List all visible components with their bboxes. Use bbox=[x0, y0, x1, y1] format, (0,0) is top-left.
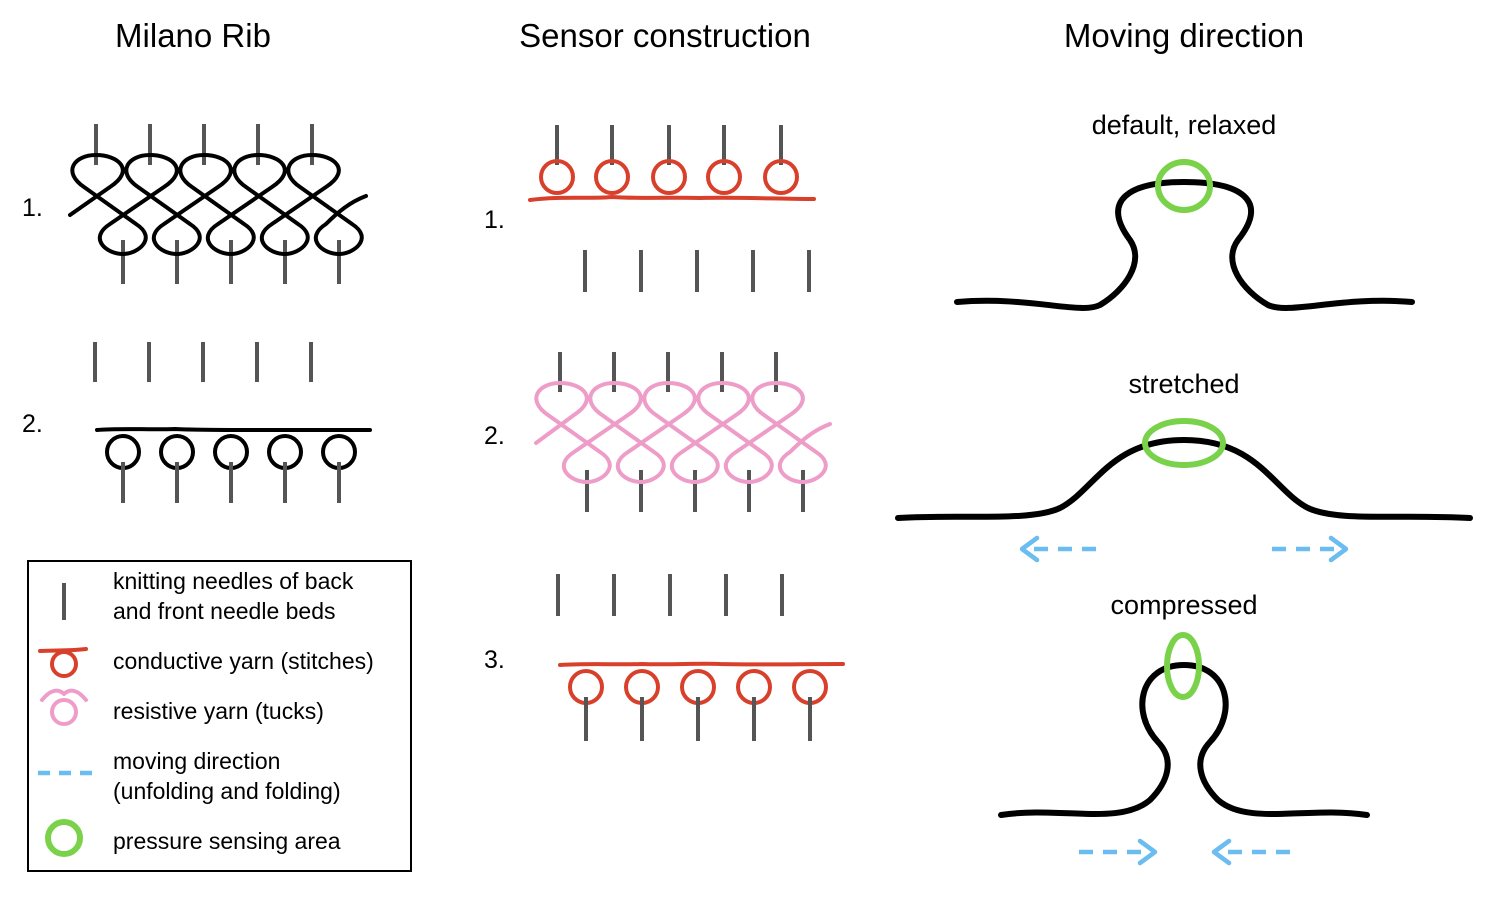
relaxed-pressure-ring bbox=[1155, 159, 1213, 213]
milano-step-2-needles-bottom bbox=[121, 462, 341, 503]
sensor-step-3-needles-top bbox=[556, 574, 784, 616]
sensor-step-1-number: 1. bbox=[484, 206, 505, 234]
compressed-fabric-curve bbox=[998, 661, 1370, 818]
header-moving-direction: Moving direction bbox=[1064, 17, 1304, 54]
legend-pressure: pressure sensing area bbox=[113, 828, 341, 854]
sensor-step-3-conductive-yarn bbox=[558, 661, 845, 667]
milano-step-2-stitch-yarn bbox=[95, 427, 372, 432]
state-stretched-label: stretched bbox=[1128, 369, 1239, 399]
sensor-step-1-needles-bottom bbox=[583, 250, 811, 292]
milano-step-1-number: 1. bbox=[22, 194, 43, 222]
milano-step-1-needles-bottom bbox=[121, 240, 341, 284]
sensor-step-2-number: 2. bbox=[484, 422, 505, 450]
compressed-left-direction-arrow bbox=[1079, 838, 1158, 866]
sensor-step-2-needles-bottom bbox=[585, 470, 805, 512]
state-relaxed-label: default, relaxed bbox=[1092, 110, 1277, 140]
stretched-right-direction-arrow bbox=[1272, 535, 1349, 563]
state-compressed-label: compressed bbox=[1110, 590, 1257, 620]
milano-step-2-number: 2. bbox=[22, 410, 43, 438]
legend-conductive: conductive yarn (stitches) bbox=[113, 648, 374, 674]
legend-direction-line1: moving direction bbox=[113, 748, 280, 774]
conductive-loop-icon bbox=[38, 647, 88, 678]
relaxed-fabric-curve bbox=[954, 178, 1415, 311]
sensor-step-1-conductive-yarn bbox=[528, 195, 816, 202]
sensor-step-1-conductive-loops bbox=[539, 159, 799, 195]
sensor-step-3-needles-bottom bbox=[584, 697, 812, 741]
legend-needles-line2: and front needle beds bbox=[113, 598, 336, 624]
legend-box bbox=[27, 560, 412, 872]
header-sensor-construction: Sensor construction bbox=[519, 17, 811, 54]
stretched-fabric-curve bbox=[895, 436, 1473, 521]
milano-step-2-needles-top bbox=[93, 342, 313, 382]
sensor-step-1-needles-top bbox=[555, 125, 783, 165]
compressed-right-direction-arrow bbox=[1211, 838, 1290, 866]
legend-direction-line2: (unfolding and folding) bbox=[113, 778, 341, 804]
sensor-step-2-needles-top bbox=[558, 352, 778, 392]
header-milano-rib: Milano Rib bbox=[115, 17, 271, 54]
compressed-pressure-ring bbox=[1164, 632, 1202, 700]
milano-step-1-rib-yarn bbox=[68, 153, 368, 256]
sensor-step-3-number: 3. bbox=[484, 646, 505, 674]
stretched-left-direction-arrow bbox=[1019, 535, 1096, 563]
resistive-loop-icon bbox=[40, 688, 88, 726]
milano-step-1-needles-top bbox=[94, 124, 314, 165]
green-ring-icon bbox=[45, 819, 83, 857]
stretched-pressure-ring bbox=[1142, 418, 1226, 468]
legend-resistive: resistive yarn (tucks) bbox=[113, 698, 324, 724]
sensor-step-2-resistive-yarn bbox=[534, 381, 832, 484]
legend-needles-line1: knitting needles of back bbox=[113, 568, 354, 594]
